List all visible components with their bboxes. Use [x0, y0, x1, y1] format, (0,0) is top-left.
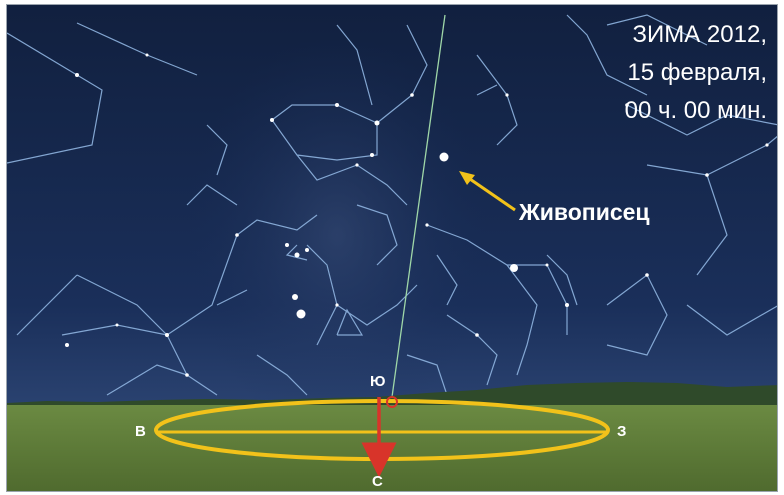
- star: [565, 303, 569, 307]
- caption-time: 00 ч. 00 мин.: [624, 97, 767, 124]
- star: [235, 233, 239, 237]
- direction-north: С: [372, 473, 383, 490]
- meridian-line: [391, 14, 446, 398]
- star-bright: [439, 152, 449, 162]
- star: [285, 243, 289, 247]
- star-bright: [510, 264, 518, 272]
- star: [374, 120, 380, 126]
- pointer-arrow-head: [459, 171, 475, 185]
- pointer-arrow: [466, 175, 516, 212]
- caption-date: 15 февраля,: [627, 59, 767, 86]
- star: [410, 93, 414, 97]
- stars: [65, 53, 769, 377]
- star: [270, 118, 274, 122]
- star: [75, 73, 79, 77]
- constellation-lines: [7, 14, 777, 396]
- star: [335, 103, 339, 107]
- star: [505, 93, 509, 97]
- star: [475, 333, 479, 337]
- south-point-marker: [386, 396, 398, 408]
- direction-south: Ю: [370, 373, 386, 390]
- star-bright: [296, 309, 306, 319]
- star: [115, 323, 119, 327]
- star: [185, 373, 189, 377]
- sky-scene: [7, 5, 777, 491]
- star: [355, 163, 359, 167]
- constellation-label: Живописец: [519, 199, 650, 225]
- star: [645, 273, 649, 277]
- direction-west: З: [617, 423, 627, 440]
- star: [335, 303, 339, 307]
- star: [145, 53, 149, 57]
- star: [545, 263, 549, 267]
- star: [765, 143, 769, 147]
- star: [65, 343, 69, 347]
- star: [625, 103, 629, 107]
- star: [705, 173, 709, 177]
- star: [370, 153, 374, 157]
- caption-season-year: ЗИМА 2012,: [632, 21, 767, 48]
- star: [425, 223, 429, 227]
- direction-east: В: [135, 423, 146, 440]
- star: [165, 333, 169, 337]
- sky-chart-frame: ЗИМА 2012, 15 февраля, 00 ч. 00 мин. Жив…: [6, 4, 778, 492]
- milky-way-haze: [187, 35, 487, 435]
- star: [294, 252, 300, 258]
- star: [305, 248, 309, 252]
- star: [292, 294, 298, 300]
- ground: [7, 405, 777, 491]
